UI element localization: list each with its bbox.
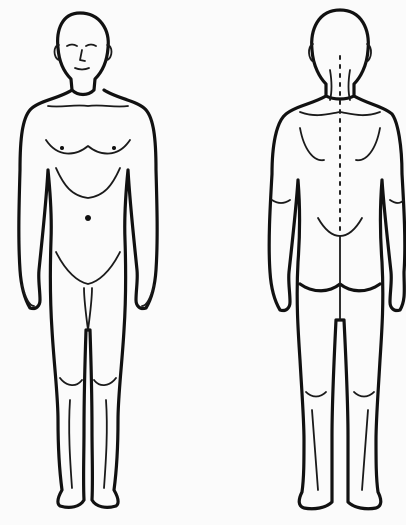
back-left-knee: [306, 392, 326, 397]
front-left-nipple: [60, 146, 64, 150]
back-left-elbow: [272, 200, 290, 203]
front-mouth: [75, 68, 89, 70]
front-body-figure: [19, 13, 157, 507]
back-calves: [312, 410, 368, 490]
front-body-outline: [19, 90, 157, 507]
front-eyes: [67, 45, 96, 47]
front-groin: [56, 252, 120, 284]
back-body-outline: [269, 96, 405, 509]
back-right-knee: [354, 392, 374, 397]
back-right-scapula: [356, 128, 380, 160]
front-right-nipple: [112, 146, 116, 150]
front-ribcage: [56, 168, 120, 198]
front-nose: [80, 50, 85, 61]
front-chest: [46, 140, 130, 154]
front-left-knee: [60, 378, 82, 385]
front-inner-thighs: [84, 288, 92, 330]
front-navel: [85, 215, 91, 221]
front-clavicles: [48, 105, 128, 106]
front-shins: [69, 400, 107, 488]
back-body-figure: [269, 10, 405, 509]
back-left-scapula: [300, 128, 324, 160]
front-head: [58, 13, 109, 95]
front-right-knee: [94, 378, 116, 385]
